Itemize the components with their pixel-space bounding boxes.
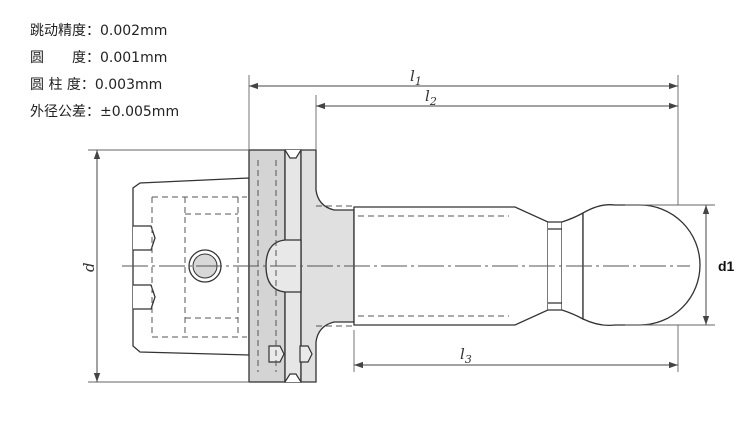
spec-diameter-tolerance: 外径公差：±0.005mm (30, 99, 179, 126)
shank-hidden-lines (151, 196, 247, 338)
l3-label: l3 (460, 345, 472, 366)
spec-label: 圆 度 (30, 50, 86, 66)
spec-separator: ： (86, 23, 100, 39)
spec-list: 跳动精度：0.002mm 圆 度：0.001mm 圆 柱 度：0.003mm 外… (30, 18, 179, 126)
spec-value: 0.003mm (94, 77, 163, 93)
test-ball (582, 204, 701, 327)
spec-cylindricity: 圆 柱 度：0.003mm (30, 72, 179, 99)
shank-slots (133, 225, 156, 310)
spec-value: 0.002mm (100, 23, 168, 39)
l2-label: l2 (425, 87, 437, 108)
shaft-hidden-lines (358, 215, 509, 317)
dimension-lines (93, 82, 710, 382)
spec-runout: 跳动精度：0.002mm (30, 18, 179, 45)
spec-roundness: 圆 度：0.001mm (30, 45, 179, 72)
spec-label: 跳动精度 (30, 23, 86, 39)
spec-separator: ： (86, 50, 100, 66)
spec-label: 圆 柱 度 (30, 77, 81, 93)
spec-separator: ： (86, 104, 100, 120)
extension-lines (88, 75, 715, 383)
d1-label: d1 (718, 258, 735, 274)
l1-label: l1 (410, 67, 422, 88)
spec-separator: ： (80, 77, 95, 93)
spec-value: ±0.005mm (100, 104, 180, 120)
d-label: d (80, 262, 98, 272)
spec-label: 外径公差 (30, 104, 86, 120)
spec-value: 0.001mm (100, 50, 168, 66)
